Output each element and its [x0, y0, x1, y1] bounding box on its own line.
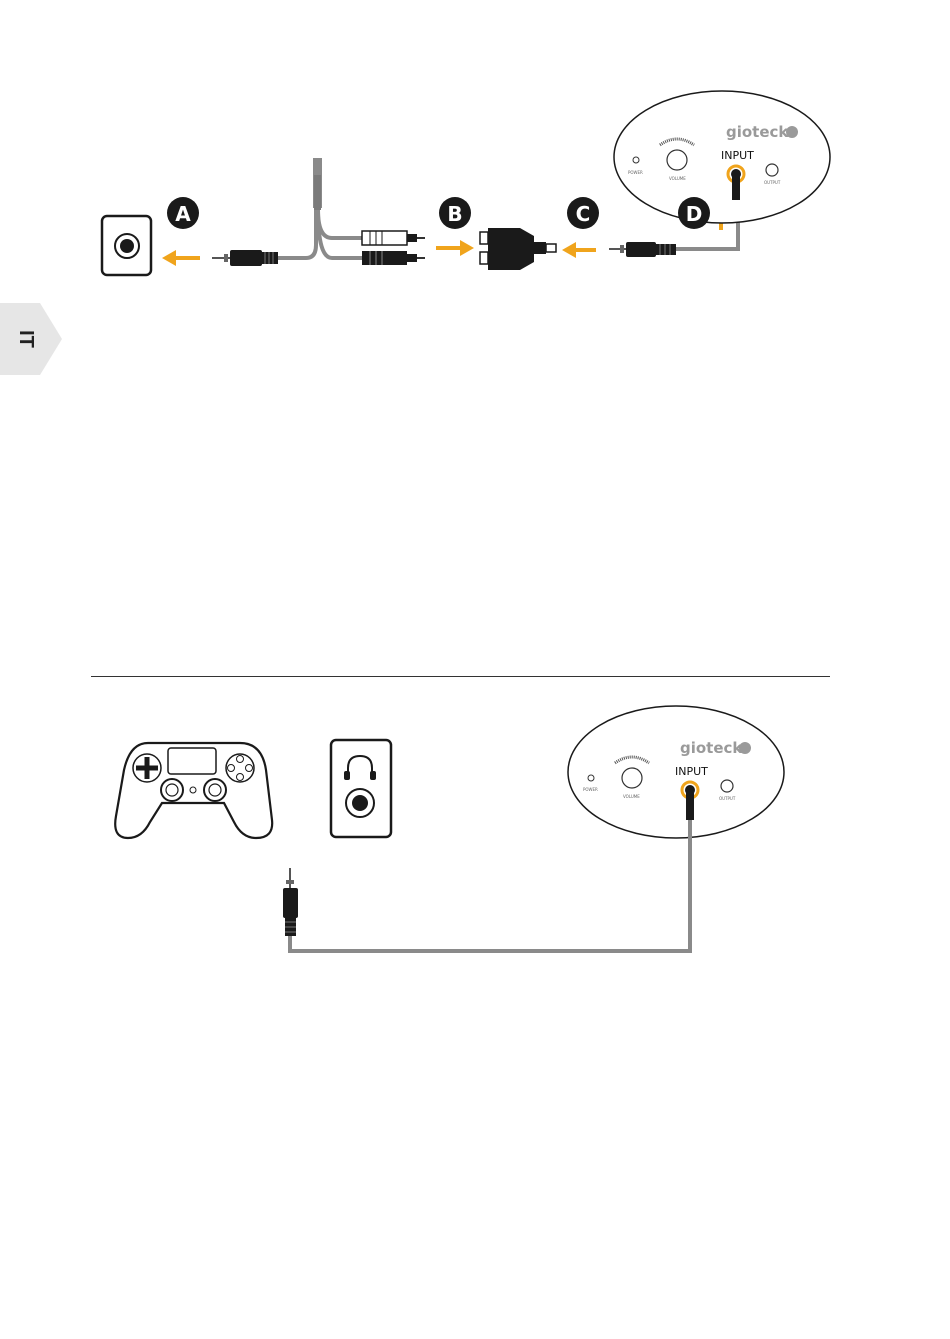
gioteck-device-icon-2: gioteck POWER VOLUME INPUT OUTPUT: [568, 706, 784, 838]
volume-label-2: VOLUME: [623, 794, 640, 799]
connection-diagram-2: gioteck POWER VOLUME INPUT OUTPUT: [0, 0, 950, 1000]
output-label-2: OUTPUT: [719, 796, 736, 801]
game-controller-icon: [115, 743, 272, 838]
power-label-2: POWER: [583, 787, 598, 792]
input-label-2: INPUT: [675, 765, 708, 778]
device-brand-2: gioteck: [680, 739, 743, 757]
audio-cable-icon: [283, 820, 690, 951]
headphone-socket-icon: [331, 740, 391, 837]
